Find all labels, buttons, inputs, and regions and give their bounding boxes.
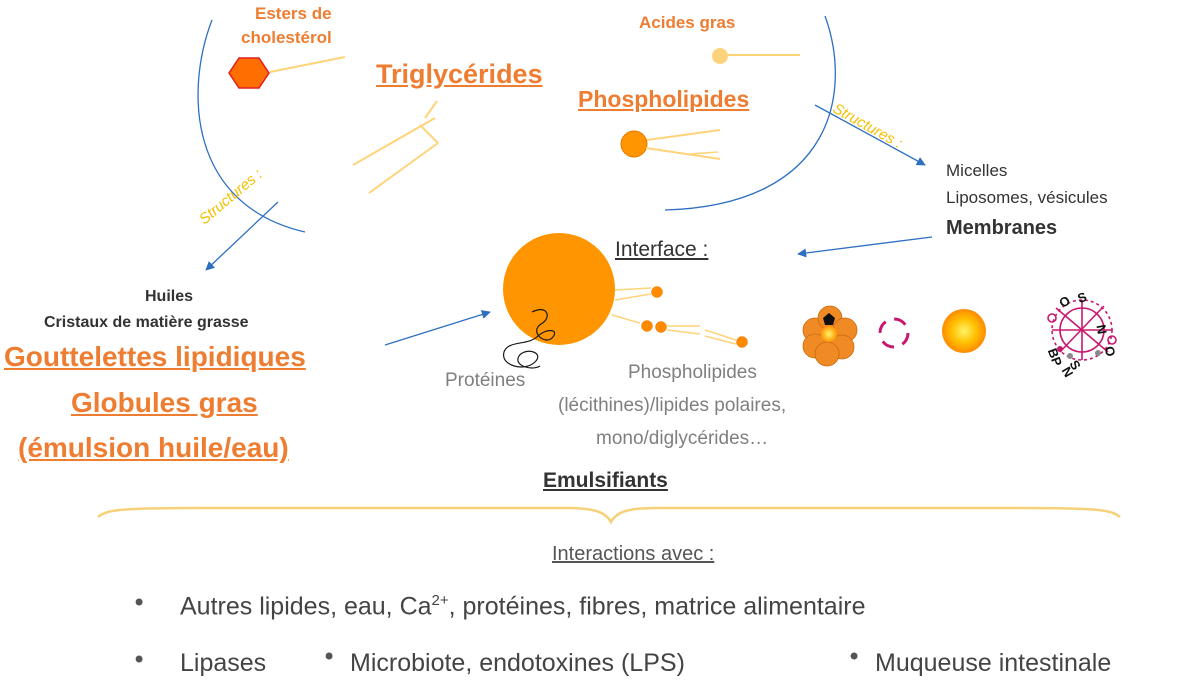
membranes-label: Membranes [946, 217, 1058, 239]
globules-label: Globules gras [71, 387, 258, 418]
cholesterol-hexagon-icon [228, 57, 270, 89]
bullet-icon: • [847, 643, 862, 671]
acides-gras-label: Acides gras [639, 13, 736, 32]
interaction-item-lipases: Lipases [180, 649, 267, 677]
esters-label-line2: cholestérol [241, 28, 332, 47]
lipid-droplet-icon [503, 233, 615, 345]
emulsion-label: (émulsion huile/eau) [18, 432, 289, 463]
cristaux-label: Cristaux de matière grasse [44, 314, 249, 331]
phospho-label-line2: (lécithines)/lipides polaires, [558, 395, 787, 416]
glowing-droplet-icon [942, 309, 986, 353]
interaction-item-1: Autres lipides, eau, Ca2+, protéines, fi… [180, 592, 866, 621]
vesicle-ring-icon [878, 317, 910, 349]
protein-squiggle-icon [503, 309, 556, 369]
liposomes-label: Liposomes, vésicules [946, 188, 1108, 207]
interface-label: Interface : [615, 238, 709, 261]
proteines-label: Protéines [445, 370, 526, 391]
interface-phospholipids-icon [611, 286, 748, 348]
emulsifiants-brace [97, 506, 1121, 525]
phospholipides-label: Phospholipides [578, 86, 750, 112]
huiles-label: Huiles [145, 288, 194, 305]
phospho-label-line1: Phospholipides [628, 362, 757, 383]
emulsifiants-label: Emulsifiants [543, 469, 668, 492]
interaction-item-microbiote: Microbiote, endotoxines (LPS) [350, 649, 685, 677]
left-bracket-curve [197, 19, 306, 233]
fatty-acid-head-icon [712, 48, 728, 64]
gouttelettes-label: Gouttelettes lipidiques [4, 341, 306, 372]
right-bracket-curve [664, 15, 836, 211]
esters-label-line1: Esters de [255, 4, 332, 23]
arrow-droplets-interface [384, 310, 491, 346]
bullet-icon: • [132, 646, 147, 674]
micelle-cluster-icon [802, 305, 858, 367]
interaction-item-muqueuse: Muqueuse intestinale [875, 649, 1112, 677]
lps-membrane-icon [1047, 299, 1117, 361]
phospholipid-head-icon [620, 130, 648, 158]
micelles-label: Micelles [946, 161, 1008, 180]
arrow-structures-left [205, 201, 279, 271]
triglycerides-label: Triglycérides [376, 59, 543, 89]
bullet-icon: • [132, 589, 147, 617]
triglyceride-icon [352, 100, 439, 194]
phospho-label-line3: mono/diglycérides… [596, 428, 769, 449]
interactions-label: Interactions avec : [552, 543, 715, 565]
arrow-structures-right [814, 104, 926, 166]
arrow-membranes-interface [797, 236, 933, 258]
bullet-icon: • [322, 643, 337, 671]
